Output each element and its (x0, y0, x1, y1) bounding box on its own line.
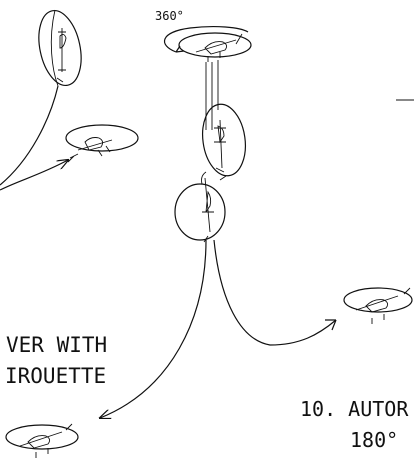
flight-path-lower-right (213, 239, 337, 346)
flight-path-top-left (0, 85, 59, 186)
flight-path-arrow-left (0, 160, 68, 191)
flight-path-arrow-right (325, 319, 337, 331)
descent-trace (205, 110, 213, 130)
maneuver-left-line2: IROUETTE (5, 364, 106, 388)
helicopter-top-left (38, 9, 82, 87)
maneuver-left-line1: VER WITH (6, 333, 107, 357)
helicopter-right (343, 287, 413, 324)
helicopter-middle-left (65, 124, 139, 163)
maneuver-right-line1: 10. AUTOR (300, 397, 409, 421)
flight-path-lower-left (100, 239, 207, 418)
rotation-label: 360° (155, 9, 184, 23)
helicopter-bottom-left (5, 423, 79, 458)
rotation-arrow (164, 26, 249, 53)
maneuver-right-line2: 180° (350, 428, 398, 452)
helicopter-lower-center (174, 171, 226, 243)
helicopter-top-center (178, 32, 252, 110)
helicopter-middle-center (202, 103, 246, 181)
